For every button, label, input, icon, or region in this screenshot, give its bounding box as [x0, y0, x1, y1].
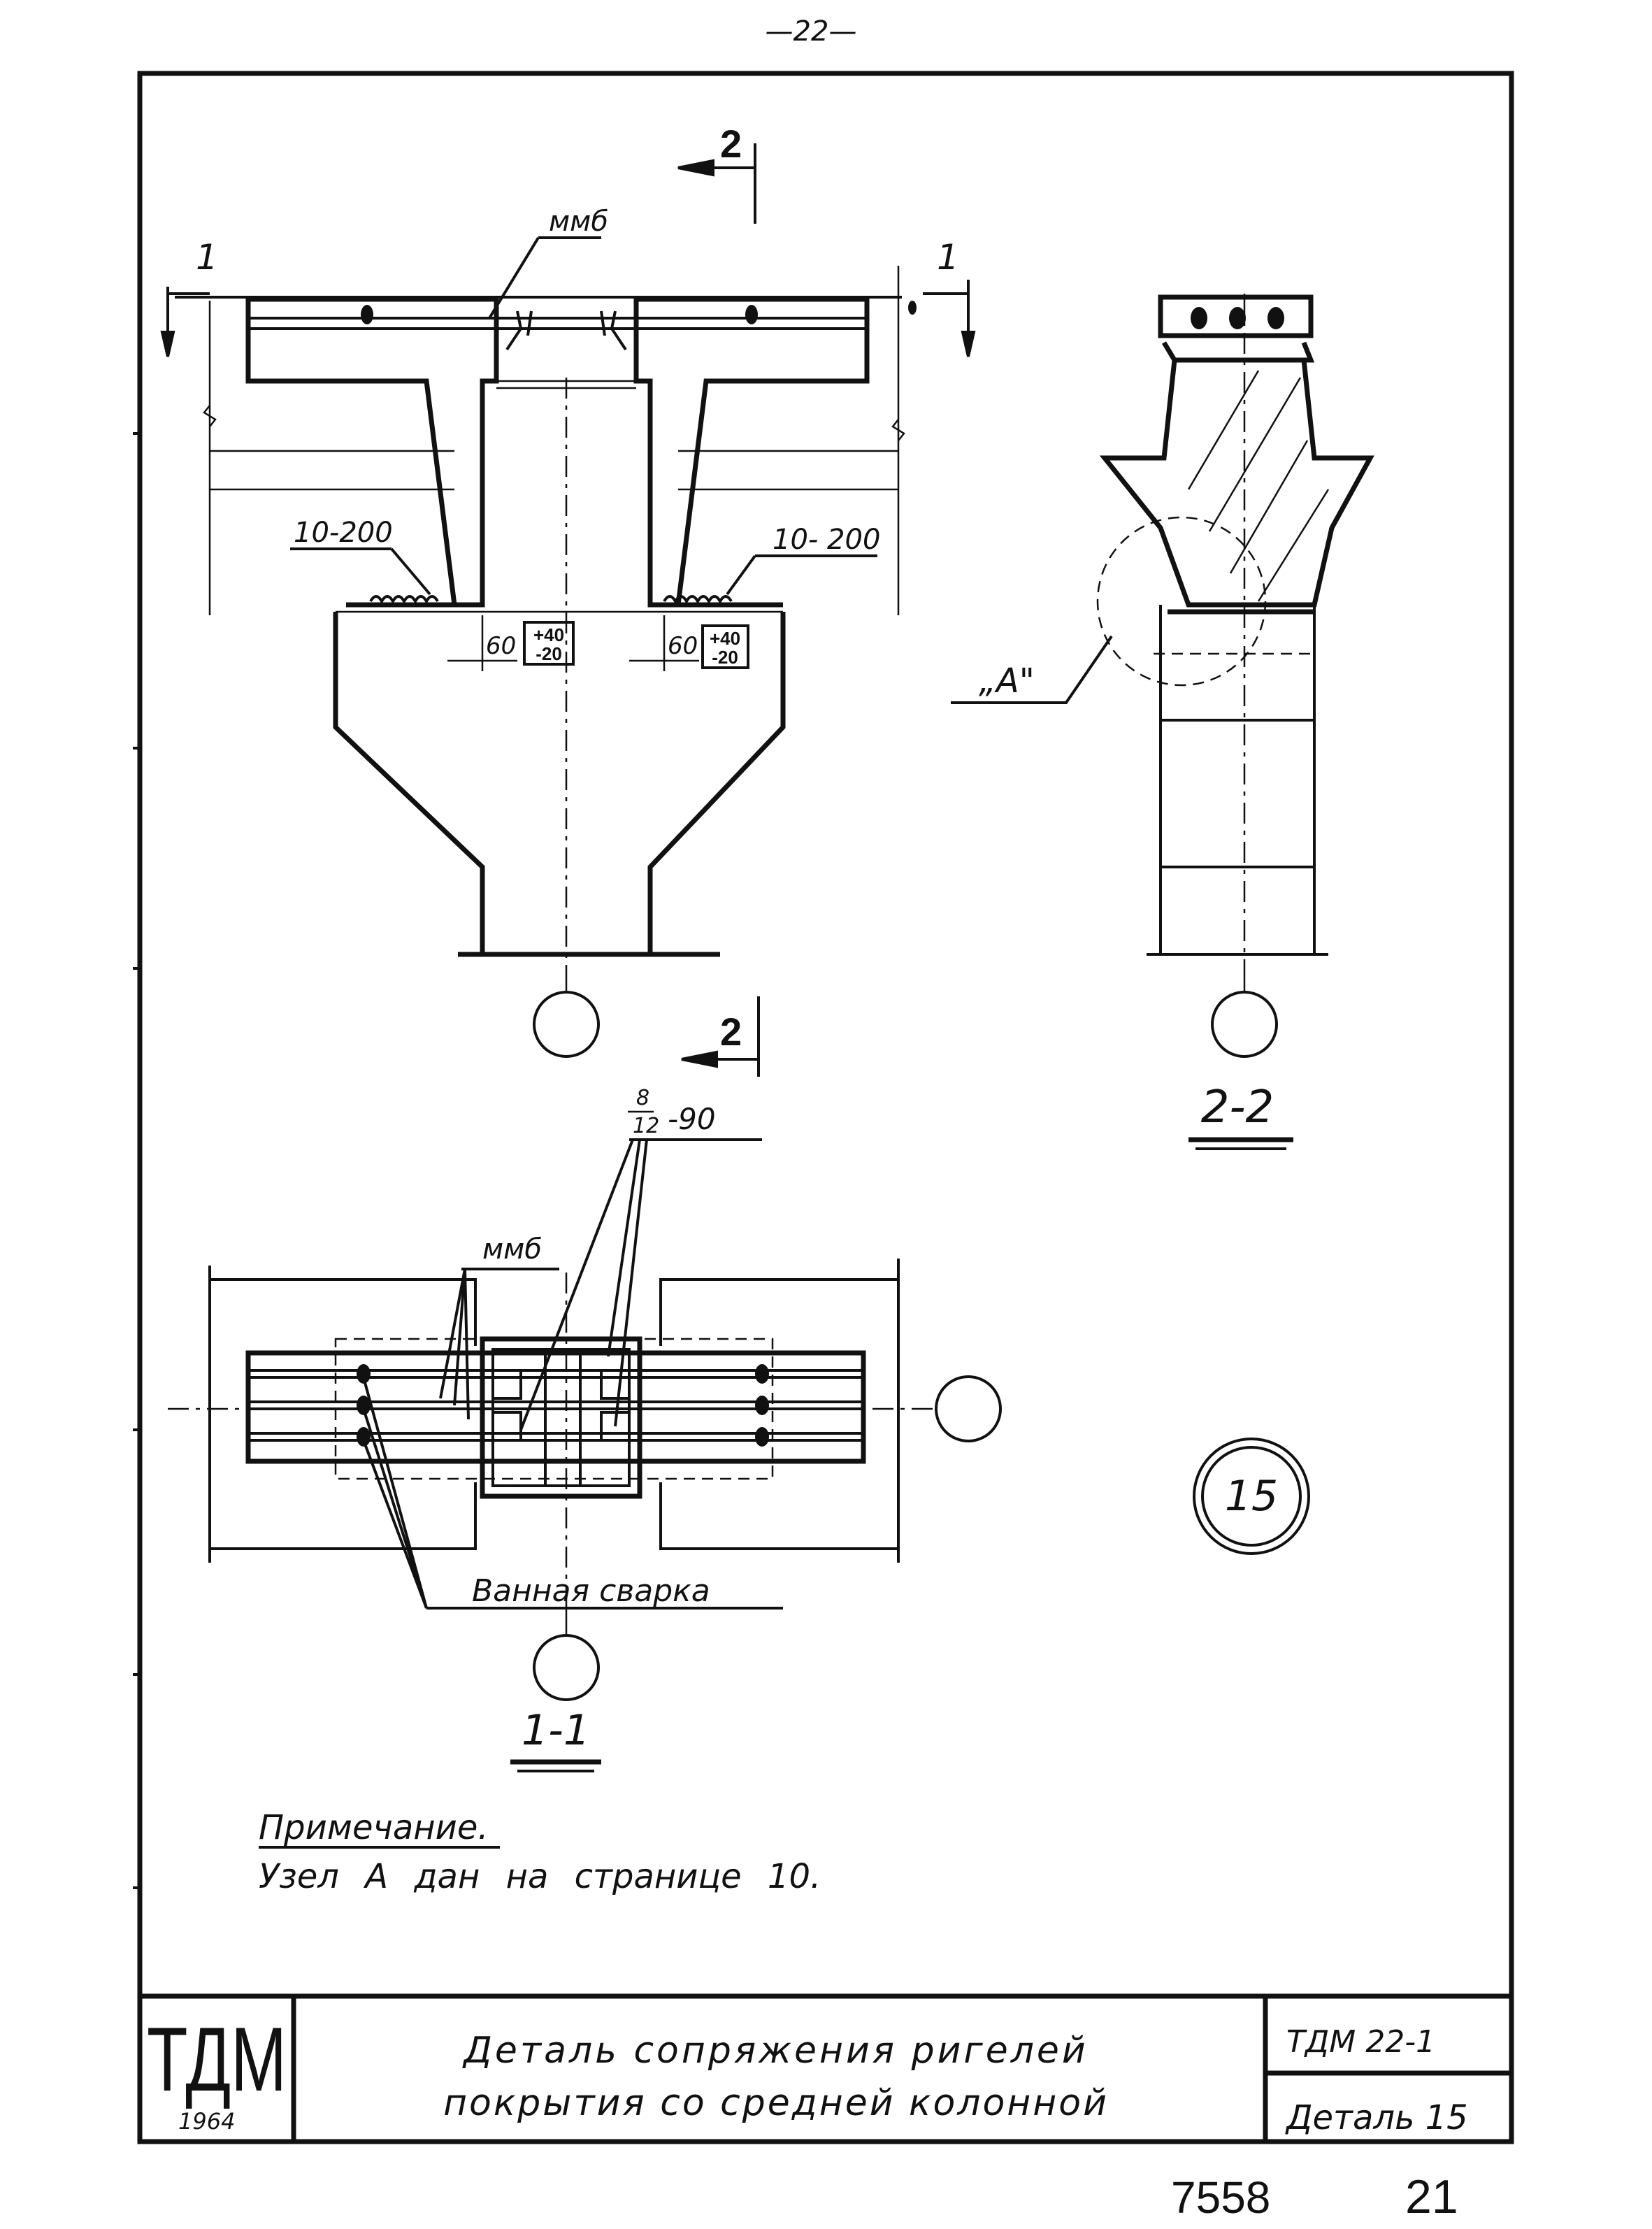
dimension-60-right: 60	[668, 632, 698, 660]
section-cut-1-right-label: 1	[937, 237, 959, 278]
column-axis-bubble-plan	[533, 1634, 600, 1701]
note-title: Примечание.	[259, 1808, 489, 1847]
section-2-2-view: „А" 2-2	[951, 294, 1374, 1150]
drawing-title-line2: покрытия со средней колонной	[443, 2082, 1109, 2124]
tolerance-box-left	[523, 621, 575, 666]
drawing-title-line1: Деталь сопряжения ригелей	[462, 2030, 1088, 2072]
tolerance-left-top: +40	[533, 624, 564, 645]
column-axis-bubble-section	[1211, 991, 1278, 1058]
rebar-label-right: 10- 200	[773, 524, 880, 556]
column-axis-bubble-front	[533, 991, 600, 1058]
drawing-frame	[137, 71, 1514, 2144]
tolerance-left-bottom: -20	[536, 643, 562, 664]
column-body	[333, 612, 786, 954]
front-elevation-view: 1 1 2	[160, 122, 976, 1058]
node-a-detail-circle	[1096, 516, 1267, 687]
document-code: ТДМ 22-1	[1286, 2024, 1435, 2060]
joint-plate	[480, 1336, 642, 1499]
detail-number-text: 15	[1225, 1472, 1278, 1521]
page-number: —22—	[766, 15, 857, 48]
footer-page: 21	[1405, 2170, 1458, 2223]
section-cut-1-left-marker	[160, 287, 210, 357]
section-cut-1-right-marker	[923, 280, 976, 357]
beam-axis-bubble-plan	[935, 1375, 1002, 1442]
section-cut-2-top-marker	[677, 143, 756, 224]
tolerance-right-top: +40	[710, 628, 740, 649]
section-2-2-title: 2-2	[1201, 1082, 1274, 1133]
frame-edge-ticks	[133, 432, 140, 1889]
weld-fraction-numerator: 8	[636, 1086, 649, 1110]
sheet-name: Деталь 15	[1285, 2098, 1468, 2137]
rebar-label-left: 10-200	[294, 517, 393, 549]
section-1-1-title: 1-1	[522, 1706, 590, 1755]
note-text: Узел А дан на странице 10.	[259, 1857, 821, 1896]
bath-weld-label: Ванная сварка	[472, 1573, 710, 1609]
note-block: Примечание. Узел А дан на странице 10.	[259, 1808, 821, 1896]
mmb-label-plan: ммб	[482, 1233, 542, 1266]
detail-number-marker: 15	[1193, 1438, 1310, 1555]
beam-section-2-2	[1099, 341, 1374, 608]
section-cut-2-bottom-marker	[681, 996, 760, 1077]
footer-number: 7558	[1171, 2172, 1270, 2223]
dimension-60-left: 60	[486, 632, 516, 660]
section-cut-2-bottom-label: 2	[720, 1010, 742, 1054]
org-logo-text: ТДМ	[147, 2008, 287, 2110]
tolerance-right-bottom: -20	[712, 647, 738, 668]
tolerance-box-right	[701, 624, 749, 669]
mmb-label-top: ммб	[549, 206, 608, 238]
section-1-1-view: 2 8 12 -90 ммб	[168, 996, 1002, 1772]
weld-fraction-denominator: 12	[633, 1114, 659, 1138]
year-text: 1964	[178, 2108, 235, 2135]
section-cut-1-left-label: 1	[196, 237, 218, 278]
node-a-label: „А"	[979, 661, 1035, 701]
weld-spacing-label: -90	[668, 1102, 716, 1136]
section-cut-2-top-label: 2	[720, 122, 742, 166]
title-block: ТДМ 1964 Деталь сопряжения ригелей покры…	[140, 1993, 1511, 2142]
left-slab-rib	[245, 296, 499, 608]
